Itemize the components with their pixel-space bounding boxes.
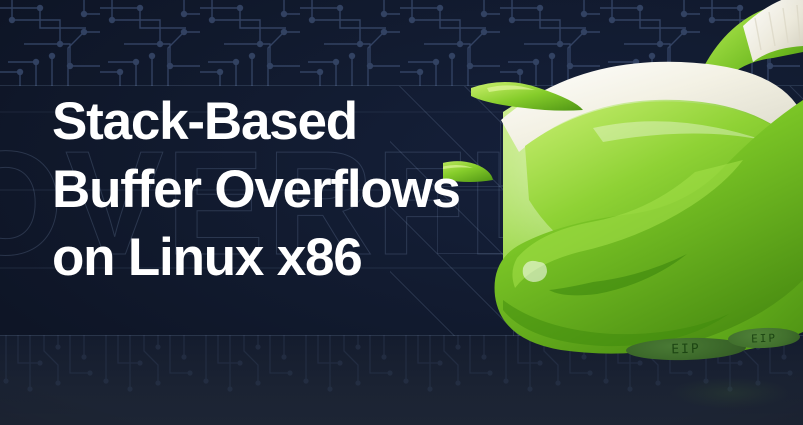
bucket-lid <box>701 0 803 86</box>
page-title: Stack-Based Buffer Overflows on Linux x8… <box>52 88 461 292</box>
paint-bucket-illustration <box>443 0 803 356</box>
puddle-shadow <box>645 370 803 416</box>
headline-line-3: on Linux x86 <box>52 228 363 287</box>
divider-line-top <box>0 85 803 86</box>
splash-drop-upper <box>471 82 583 111</box>
headline-line-1: Stack-Based <box>52 92 358 151</box>
divider-line-bottom <box>0 335 803 336</box>
headline-line-2: Buffer Overflows <box>52 160 461 219</box>
splash-drop-lower <box>443 161 493 182</box>
overflowing-paint-wave <box>494 100 803 354</box>
